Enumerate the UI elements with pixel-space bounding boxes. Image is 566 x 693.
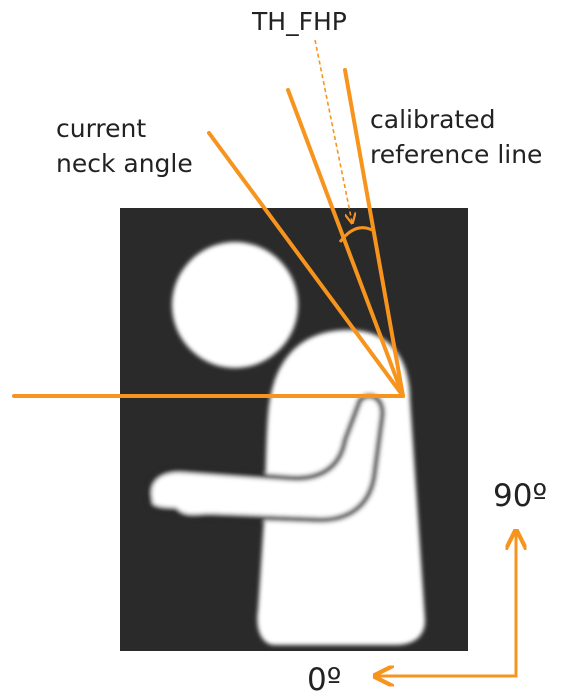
th-fhp-label: TH_FHP [251,7,347,36]
head-shape [172,242,298,368]
th-fhp-pointer-arrow [315,40,352,222]
calibrated-reference-label-line1: calibrated [370,105,495,134]
ninety-degree-label: 90º [493,478,547,514]
zero-degree-label: 0º [307,662,341,693]
current-neck-angle-label-line1: current [56,114,146,143]
current-neck-angle-label-line2: neck angle [56,149,193,178]
calibrated-reference-label-line2: reference line [370,140,542,169]
